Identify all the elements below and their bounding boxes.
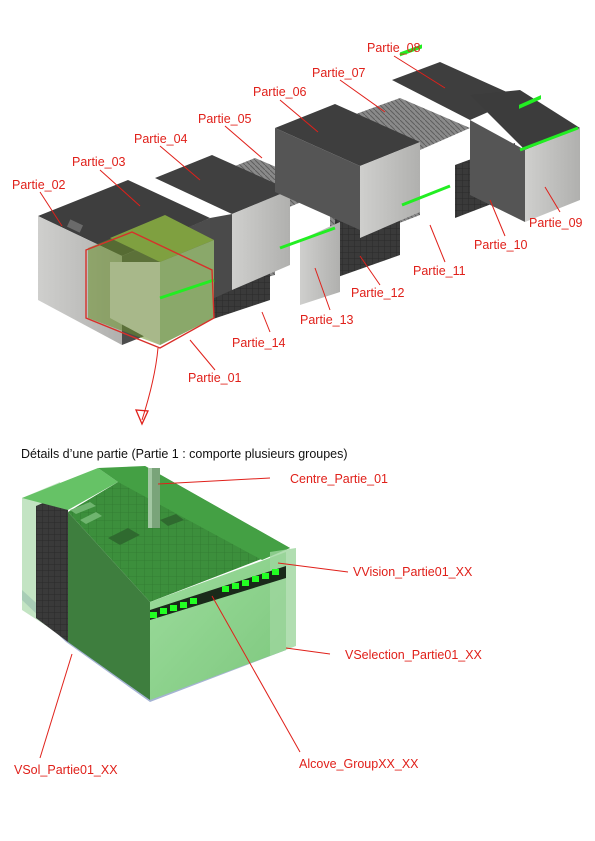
roof-partie-02 [38, 180, 210, 256]
alcove-strip [150, 569, 279, 618]
label-partie-08: Partie_08 [367, 41, 421, 55]
label-centre-partie-01: Centre_Partie_01 [290, 472, 388, 486]
detail-caption: Détails d’une partie (Partie 1 : comport… [21, 447, 348, 461]
building-detail [22, 466, 296, 702]
label-partie-11: Partie_11 [413, 264, 466, 278]
label-vvision: VVision_Partie01_XX [353, 565, 473, 579]
detail-leader-lines [39, 477, 349, 759]
label-partie-02: Partie_02 [12, 178, 66, 192]
label-partie-06: Partie_06 [253, 85, 307, 99]
zoom-arrow [134, 347, 159, 426]
label-partie-04: Partie_04 [134, 132, 188, 146]
overview-labels: Partie_01 Partie_02 Partie_03 Partie_04 … [12, 41, 583, 385]
detail-labels: Centre_Partie_01 VVision_Partie01_XX VSe… [14, 472, 483, 777]
overview-leader-lines [39, 55, 561, 371]
label-partie-13: Partie_13 [300, 313, 354, 327]
label-partie-03: Partie_03 [72, 155, 126, 169]
building-overview [38, 44, 580, 349]
label-partie-05: Partie_05 [198, 112, 252, 126]
label-partie-09: Partie_09 [529, 216, 583, 230]
label-alcove: Alcove_GroupXX_XX [299, 757, 419, 771]
label-partie-07: Partie_07 [312, 66, 366, 80]
label-partie-12: Partie_12 [351, 286, 405, 300]
label-partie-01: Partie_01 [188, 371, 242, 385]
label-partie-10: Partie_10 [474, 238, 528, 252]
label-partie-14: Partie_14 [232, 336, 286, 350]
label-vsol: VSol_Partie01_XX [14, 763, 118, 777]
partie-01-highlight [85, 215, 215, 349]
label-vselection: VSelection_Partie01_XX [345, 648, 483, 662]
